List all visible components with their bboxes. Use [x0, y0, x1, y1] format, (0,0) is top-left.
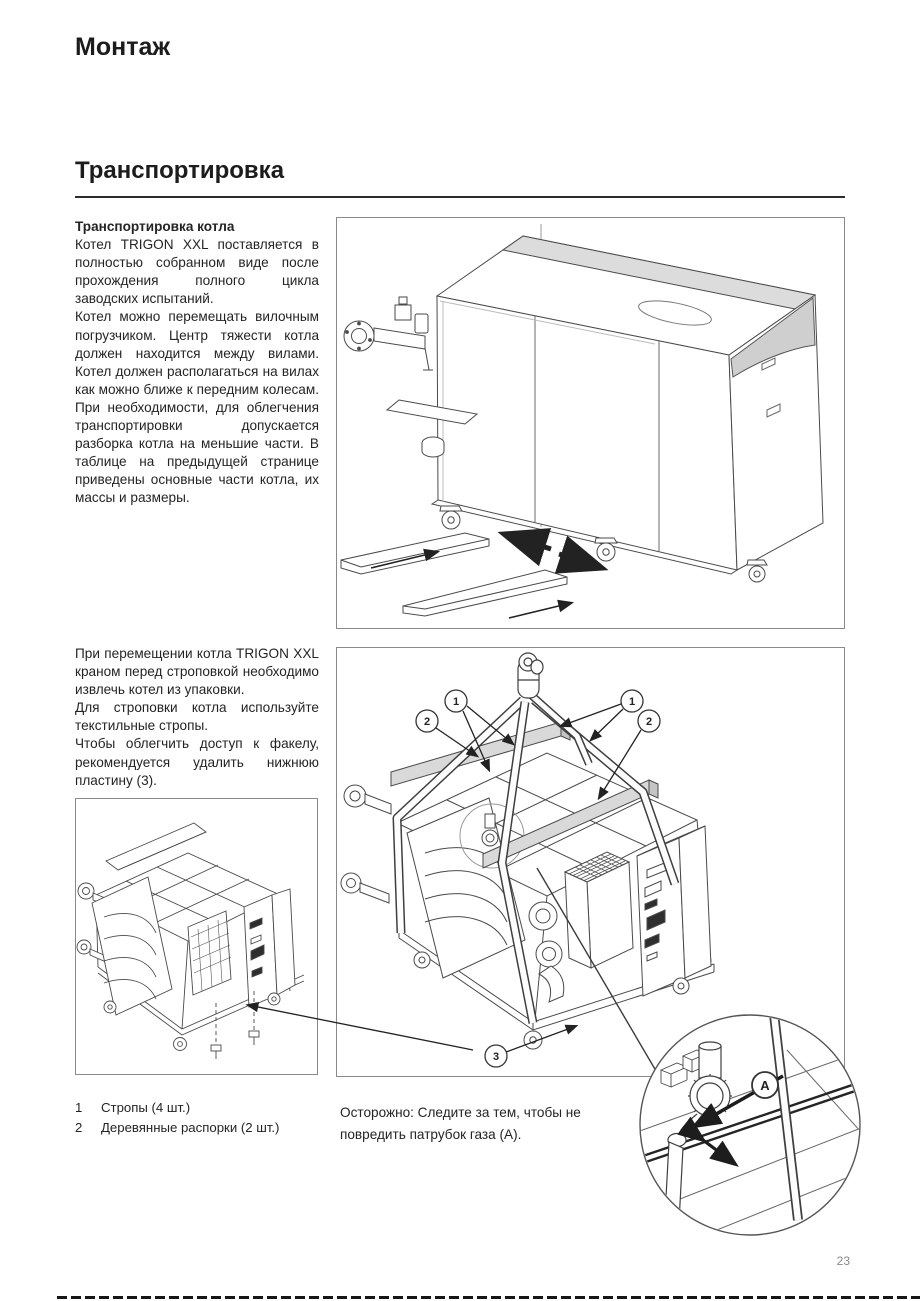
callout-1-right: 1	[620, 689, 644, 713]
crane-paragraph-1: При перемещении котла TRIGON XXL краном …	[75, 646, 319, 698]
callout-A: A	[751, 1071, 779, 1099]
svg-text:3: 3	[493, 1051, 499, 1063]
flue-opening	[638, 300, 712, 326]
figure-crane-lifting: 1 1 2 2 3	[336, 647, 845, 1077]
boiler-cabinet-drawing	[430, 224, 824, 575]
flue-elbows	[528, 901, 565, 1003]
intro-paragraph-2: Котел можно перемещать вилочным погрузчи…	[75, 309, 319, 506]
forklift-illustration	[340, 224, 824, 619]
control-cabinet	[636, 825, 712, 997]
svg-text:1: 1	[629, 696, 635, 708]
figure-gas-connection-detail: A	[639, 1014, 861, 1236]
section-divider	[75, 196, 845, 198]
crane-paragraph-2: Для строповки котла используйте текстиль…	[75, 700, 319, 734]
double-arrow	[677, 1116, 739, 1167]
small-boiler-frame-drawing	[76, 822, 305, 1059]
water-flanges	[340, 784, 392, 904]
crane-paragraph-3: Чтобы облегчить доступ к факелу, рекомен…	[75, 736, 319, 788]
frame-casters	[413, 951, 690, 1050]
caution-note: Осторожно: Следите за тем, чтобы не повр…	[340, 1102, 594, 1146]
callout-3: 3	[484, 1044, 508, 1068]
bottom-edge-marks	[57, 1296, 920, 1299]
callout-1-left: 1	[444, 689, 468, 713]
burner-grid-block	[563, 851, 634, 969]
gas-valve-on-frame	[481, 813, 499, 847]
side-shelf	[385, 399, 479, 458]
callout-2-right: 2	[637, 709, 661, 733]
callout-markers: 1 1 2 2 3	[415, 689, 661, 1068]
direction-arrows	[370, 528, 609, 619]
detail-leader-line	[536, 867, 660, 1076]
boiler-frame-drawing	[340, 752, 715, 1050]
figure-bottom-plate	[75, 798, 318, 1075]
tube-bundle	[424, 847, 508, 946]
bottom-plate-screws	[210, 991, 260, 1059]
svg-text:2: 2	[424, 716, 430, 728]
crane-text-block: При перемещении котла TRIGON XXL краном …	[75, 645, 319, 790]
callout-2-left: 2	[415, 709, 439, 733]
intro-heading: Транспортировка котла	[75, 219, 235, 234]
legend-item-1: 1 Стропы (4 шт.)	[75, 1100, 279, 1115]
bottom-plate-illustration	[76, 822, 305, 1059]
gas-train-assembly	[343, 296, 433, 371]
page-number: 23	[836, 1254, 850, 1268]
control-hood-panel	[730, 297, 816, 378]
legend-item-2: 2 Деревянные распорки (2 шт.)	[75, 1120, 279, 1135]
legend-item-number: 1	[75, 1100, 83, 1115]
svg-text:A: A	[760, 1078, 770, 1093]
detail-drawing	[641, 1016, 859, 1234]
legend-item-label: Стропы (4 шт.)	[101, 1100, 191, 1115]
crane-illustration: 1 1 2 2 3	[340, 652, 715, 1076]
svg-text:1: 1	[453, 696, 459, 708]
intro-paragraph-1: Котел TRIGON XXL поставляется в полность…	[75, 237, 319, 307]
callout-3-connector	[245, 1001, 474, 1051]
textile-straps	[392, 691, 680, 1024]
svg-text:2: 2	[646, 716, 652, 728]
legend-item-number: 2	[75, 1120, 83, 1135]
forklift-forks	[340, 532, 568, 617]
caution-text: Осторожно: Следите за тем, чтобы не повр…	[340, 1105, 581, 1142]
section-title: Транспортировка	[75, 157, 285, 184]
crane-shackle	[517, 652, 544, 699]
intro-text-block: Транспортировка котла Котел TRIGON XXL п…	[75, 218, 319, 508]
figure-legend: 1 Стропы (4 шт.) 2 Деревянные распорки (2 …	[75, 1100, 279, 1140]
chapter-title: Монтаж	[75, 33, 171, 61]
legend-item-label: Деревянные распорки (2 шт.)	[101, 1120, 280, 1135]
figure-forklift-transport	[336, 217, 845, 629]
